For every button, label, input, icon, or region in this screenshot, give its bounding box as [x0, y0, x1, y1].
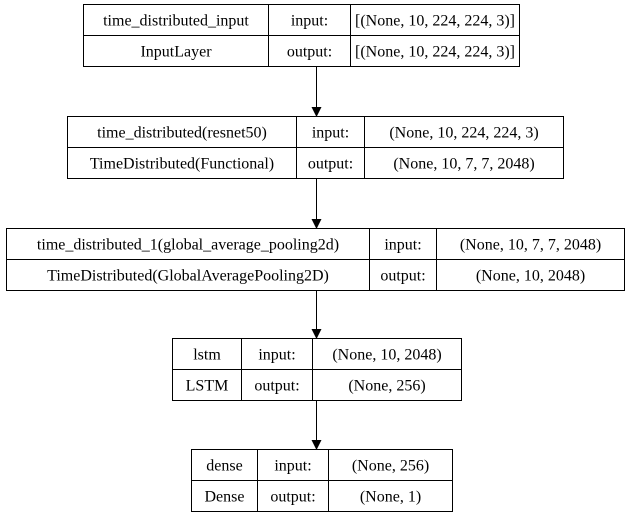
output-shape: (None, 10, 2048) [476, 268, 585, 285]
layer-name: time_distributed_input [103, 13, 249, 30]
input-shape: (None, 10, 7, 7, 2048) [460, 237, 601, 254]
layer-type: LSTM [186, 378, 229, 395]
output-label: output: [287, 44, 332, 61]
layer-name: time_distributed(resnet50) [97, 125, 267, 142]
input-label: input: [274, 458, 311, 475]
output-label: output: [254, 378, 299, 395]
input-shape: (None, 10, 2048) [332, 347, 441, 364]
output-shape: (None, 10, 7, 7, 2048) [393, 156, 534, 173]
input-label: input: [291, 13, 328, 30]
input-label: input: [384, 237, 421, 254]
output-shape: (None, 256) [348, 378, 425, 395]
output-shape: (None, 1) [360, 489, 421, 506]
output-label: output: [380, 268, 425, 285]
output-label: output: [270, 489, 315, 506]
input-shape: [(None, 10, 224, 224, 3)] [355, 13, 515, 30]
layer-name: dense [206, 458, 242, 475]
input-shape: (None, 10, 224, 224, 3) [389, 125, 538, 142]
input-label: input: [258, 347, 295, 364]
layer-type: InputLayer [140, 44, 212, 61]
input-shape: (None, 256) [352, 458, 429, 475]
layer-name: time_distributed_1(global_average_poolin… [37, 237, 339, 254]
layer-type: Dense [205, 489, 245, 506]
layer-type: TimeDistributed(Functional) [90, 156, 274, 173]
output-shape: [(None, 10, 224, 224, 3)] [355, 44, 515, 61]
layer-node-time-distributed-1-global-average-pooling2d: time_distributed_1(global_average_poolin… [6, 228, 625, 291]
input-label: input: [312, 125, 349, 142]
layer-type: TimeDistributed(GlobalAveragePooling2D) [47, 268, 329, 285]
layer-node-time-distributed-resnet50: time_distributed(resnet50) TimeDistribute… [67, 116, 564, 179]
layer-name: lstm [193, 347, 221, 364]
output-label: output: [308, 156, 353, 173]
